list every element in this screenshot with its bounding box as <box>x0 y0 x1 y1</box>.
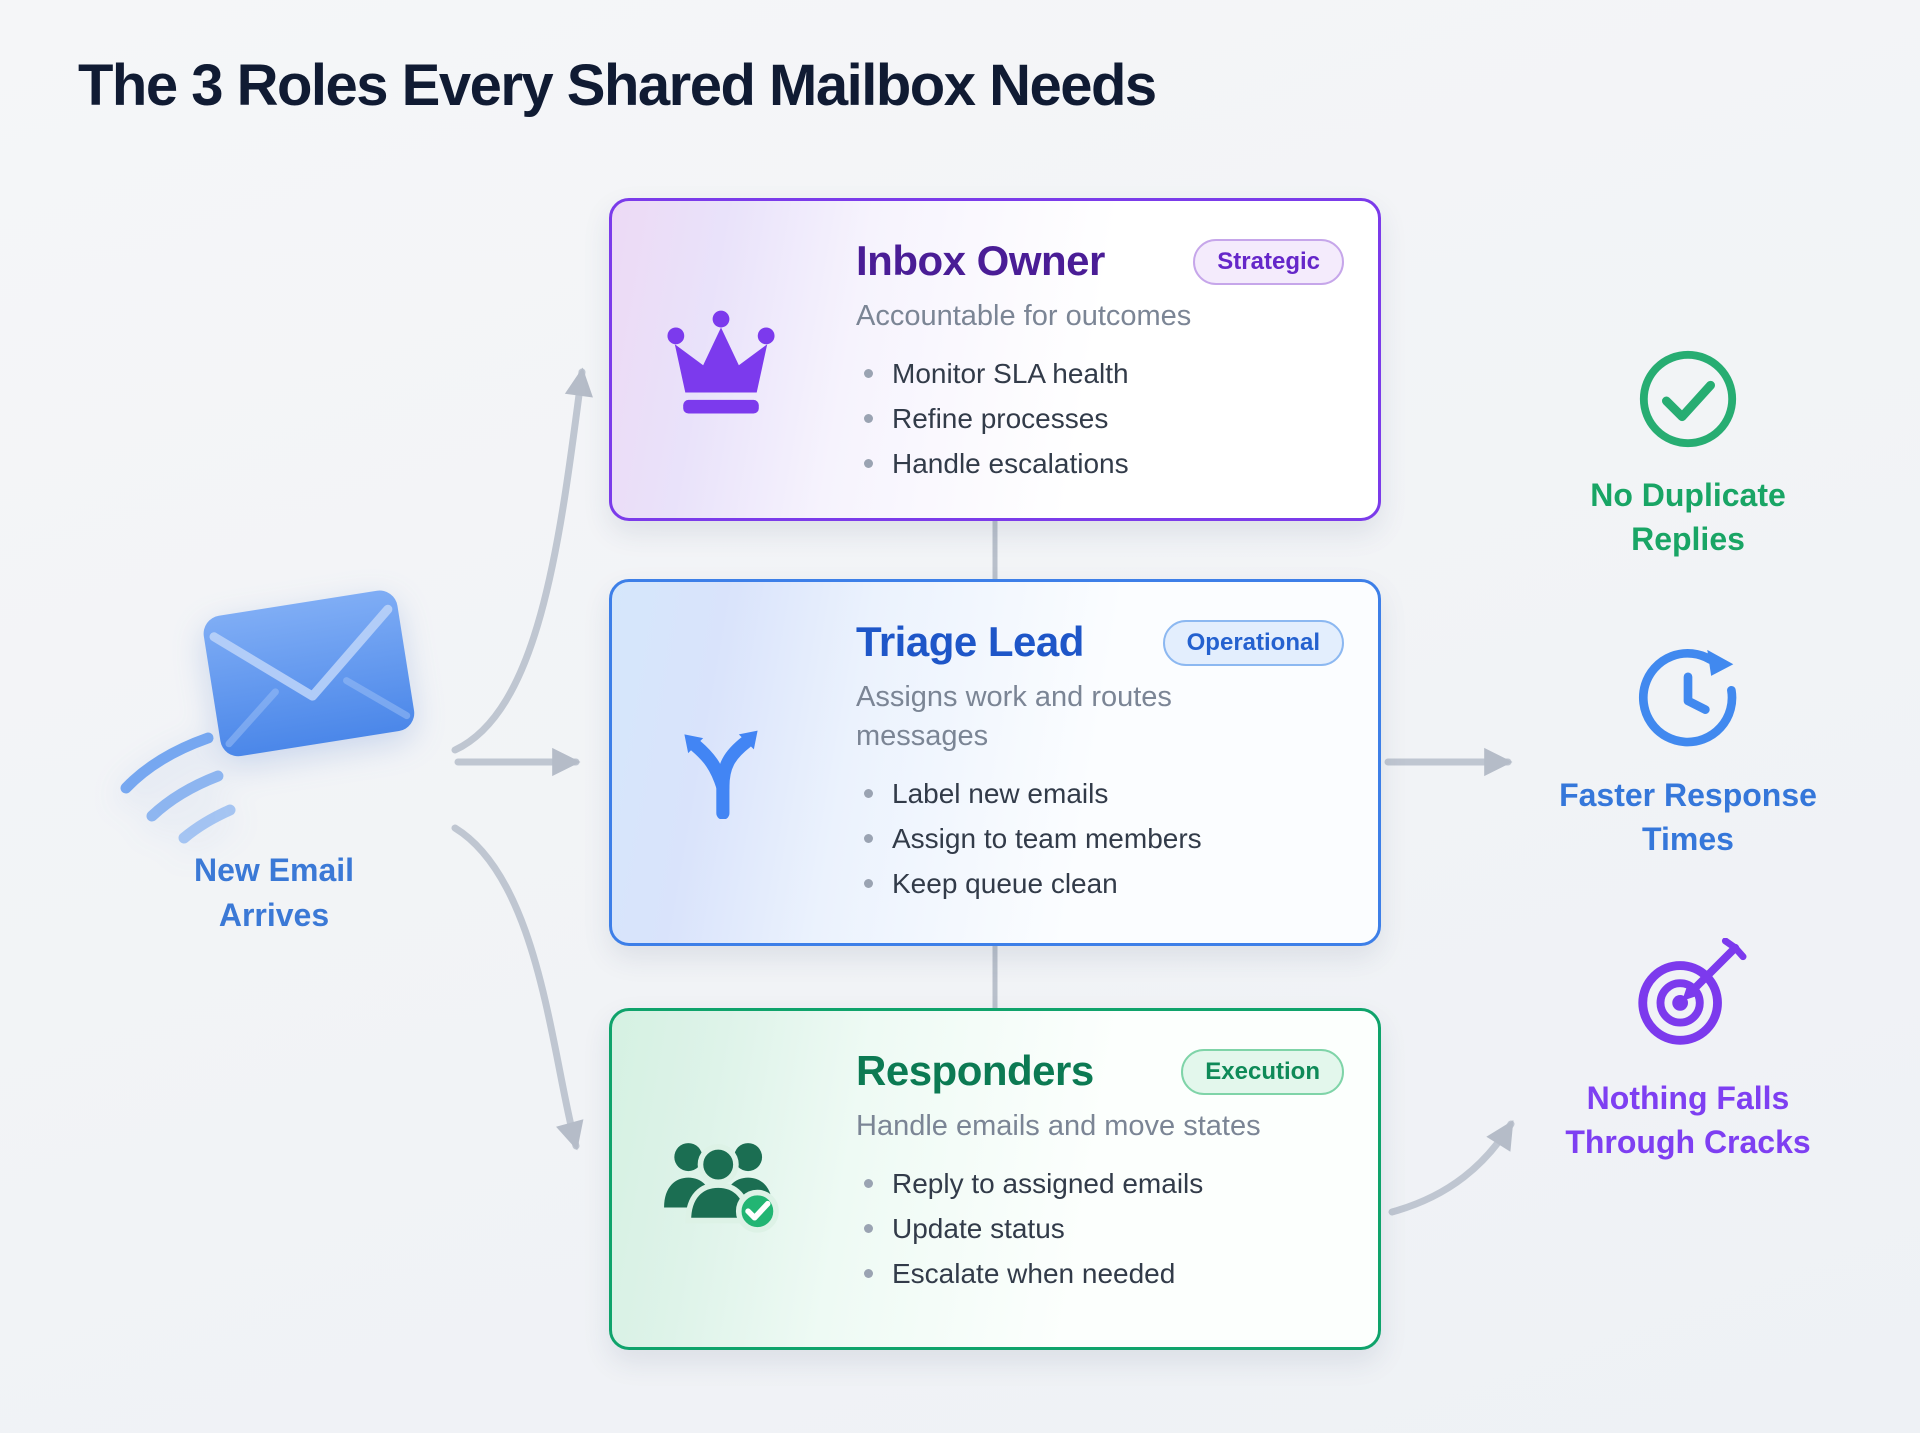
card-title-inbox-owner: Inbox Owner <box>856 237 1105 284</box>
bullet-item: Label new emails <box>856 778 1344 810</box>
bullet-item: Refine processes <box>856 403 1344 435</box>
card-title-responders: Responders <box>856 1047 1094 1094</box>
operational-badge: Operational <box>1162 620 1344 666</box>
inbox-owner-bullets: Monitor SLA health Refine processes Hand… <box>856 358 1344 480</box>
triage-icon-panel <box>612 582 830 943</box>
new-email-label: New Email Arrives <box>193 852 355 934</box>
clock-history-icon <box>1638 649 1737 747</box>
owner-icon-panel <box>612 201 830 518</box>
crown-icon <box>667 310 775 414</box>
responders-icon-panel <box>612 1011 830 1347</box>
outcome-faster-response-times: Faster Response Times <box>1538 645 1838 861</box>
bullet-item: Monitor SLA health <box>856 358 1344 390</box>
bullet-item: Reply to assigned emails <box>856 1168 1344 1200</box>
check-circle-icon <box>1639 350 1737 448</box>
team-check-icon <box>664 1143 779 1233</box>
arrow-responders-to-nothing-falls <box>1388 1120 1515 1216</box>
bullet-item: Handle escalations <box>856 448 1344 480</box>
outcome-label: No Duplicate Replies <box>1590 477 1786 558</box>
split-arrows-icon <box>684 730 758 819</box>
card-subtitle-responders: Handle emails and move states <box>856 1110 1261 1142</box>
card-title-triage-lead: Triage Lead <box>856 618 1084 665</box>
card-subtitle-inbox-owner: Accountable for outcomes <box>856 300 1192 332</box>
bullet-item: Keep queue clean <box>856 868 1344 900</box>
card-triage-lead: Triage Lead Operational Assigns work and… <box>609 579 1381 946</box>
responders-bullets: Reply to assigned emails Update status E… <box>856 1168 1344 1290</box>
card-subtitle-triage-lead: Assigns work and routes messages <box>856 681 1172 753</box>
card-responders: Responders Execution Handle emails and m… <box>609 1008 1381 1350</box>
outcome-label: Nothing Falls Through Cracks <box>1565 1080 1811 1161</box>
bullet-item: Assign to team members <box>856 823 1344 855</box>
outcome-no-duplicate-replies: No Duplicate Replies <box>1538 345 1838 561</box>
outcome-nothing-falls-through-cracks: Nothing Falls Through Cracks <box>1538 938 1838 1164</box>
envelope-icon <box>120 590 415 844</box>
arrow-email-to-responders <box>451 824 584 1151</box>
motion-lines-icon <box>120 732 236 844</box>
page-title: The 3 Roles Every Shared Mailbox Needs <box>78 53 1157 118</box>
arrow-email-to-owner <box>451 367 593 754</box>
target-icon <box>1638 938 1747 1045</box>
bullet-item: Update status <box>856 1213 1344 1245</box>
outcome-label: Faster Response Times <box>1559 777 1817 858</box>
card-inbox-owner: Inbox Owner Strategic Accountable for ou… <box>609 198 1381 521</box>
strategic-badge: Strategic <box>1193 239 1344 285</box>
execution-badge: Execution <box>1181 1049 1344 1095</box>
bullet-item: Escalate when needed <box>856 1258 1344 1290</box>
triage-lead-bullets: Label new emails Assign to team members … <box>856 778 1344 900</box>
